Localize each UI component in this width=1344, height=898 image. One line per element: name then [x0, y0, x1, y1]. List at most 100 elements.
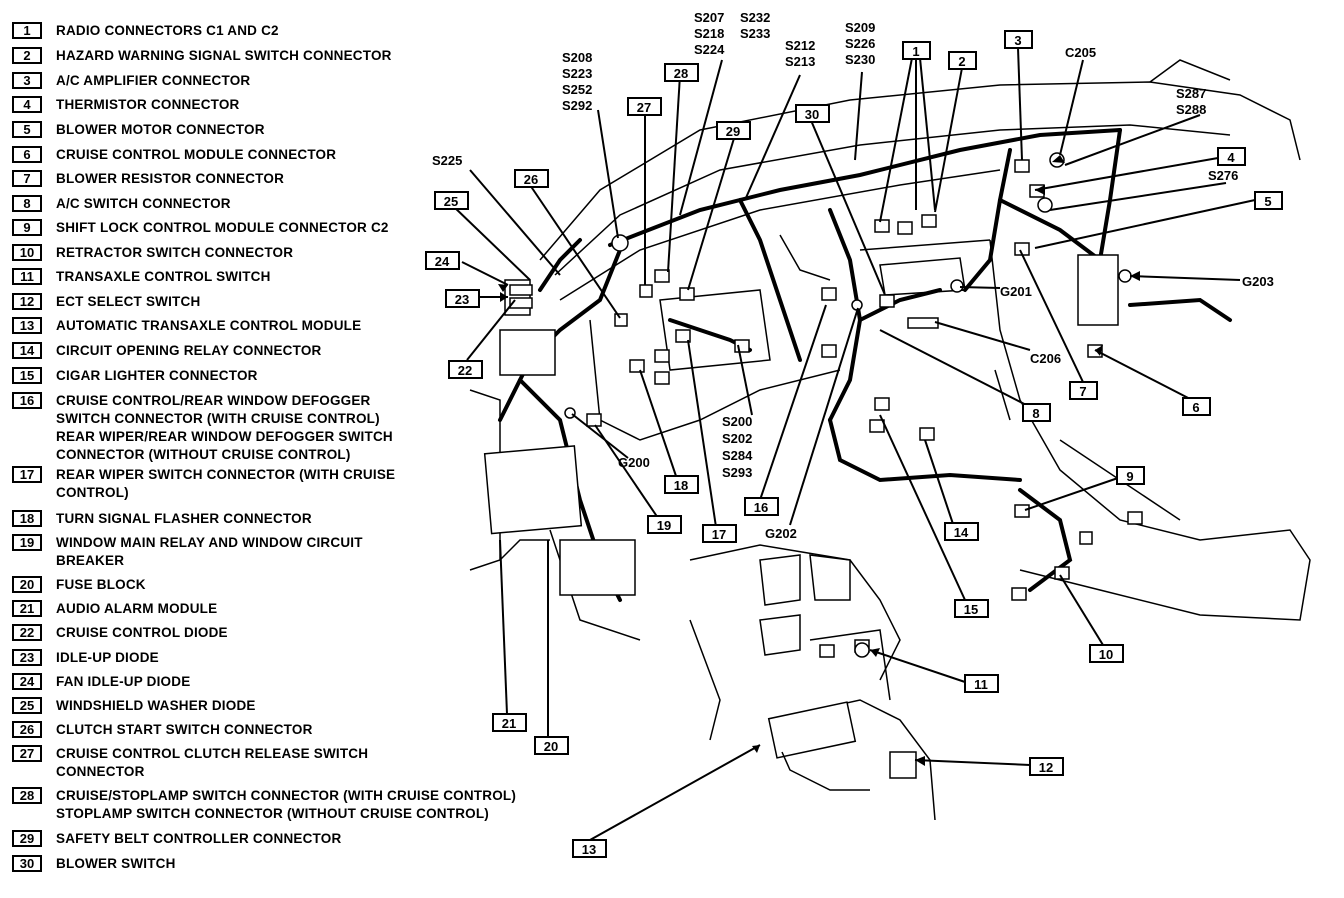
legend-description: CIGAR LIGHTER CONNECTOR [56, 368, 258, 383]
fuse-block-area [483, 279, 636, 596]
svg-text:22: 22 [458, 363, 472, 378]
legend-item-27: 27 CRUISE CONTROL CLUTCH RELEASE SWITCH C… [12, 745, 368, 781]
legend-number: 24 [12, 673, 42, 690]
svg-text:S292: S292 [562, 98, 592, 113]
svg-text:G203: G203 [1242, 274, 1274, 289]
callout-29: 29 [716, 121, 751, 140]
legend-number: 6 [12, 146, 42, 163]
legend-item-2: 2 HAZARD WARNING SIGNAL SWITCH CONNECTOR [12, 47, 392, 65]
svg-text:S252: S252 [562, 82, 592, 97]
legend-number: 21 [12, 600, 42, 617]
svg-text:13: 13 [582, 842, 596, 857]
callout-21: 21 [492, 713, 527, 732]
callout-30: 30 [795, 104, 830, 123]
legend-number: 11 [12, 268, 42, 285]
legend-number: 26 [12, 721, 42, 738]
legend-description: BLOWER SWITCH [56, 856, 176, 871]
legend-number: 30 [12, 855, 42, 872]
svg-text:G201: G201 [1000, 284, 1032, 299]
callout-15: 15 [954, 599, 989, 618]
legend-number: 7 [12, 170, 42, 187]
svg-text:10: 10 [1099, 647, 1113, 662]
svg-text:11: 11 [974, 677, 988, 692]
svg-text:15: 15 [964, 602, 978, 617]
legend-description: IDLE-UP DIODE [56, 650, 159, 665]
legend-item-6: 6 CRUISE CONTROL MODULE CONNECTOR [12, 146, 336, 164]
callout-28: 28 [664, 63, 699, 82]
legend-number: 12 [12, 293, 42, 310]
callout-3: 3 [1004, 30, 1033, 49]
legend-description: A/C SWITCH CONNECTOR [56, 196, 231, 211]
svg-text:S233: S233 [740, 26, 770, 41]
callout-1: 1 [902, 41, 931, 60]
legend-description: AUDIO ALARM MODULE [56, 601, 218, 616]
svg-text:S224: S224 [694, 42, 725, 57]
dashboard-outline [539, 59, 1311, 821]
legend-description: CRUISE CONTROL CLUTCH RELEASE SWITCH CON… [56, 746, 369, 779]
legend-description: HAZARD WARNING SIGNAL SWITCH CONNECTOR [56, 48, 392, 63]
legend-number: 4 [12, 96, 42, 113]
svg-text:C206: C206 [1030, 351, 1061, 366]
callout-17: 17 [702, 524, 737, 543]
legend-item-9: 9 SHIFT LOCK CONTROL MODULE CONNECTOR C2 [12, 219, 389, 237]
legend-description: ECT SELECT SWITCH [56, 294, 201, 309]
svg-text:9: 9 [1126, 469, 1133, 484]
callout-2: 2 [948, 51, 977, 70]
legend-description: CRUISE CONTROL MODULE CONNECTOR [56, 147, 337, 162]
svg-text:25: 25 [444, 194, 458, 209]
legend-description: SHIFT LOCK CONTROL MODULE CONNECTOR C2 [56, 220, 389, 235]
svg-text:7: 7 [1079, 384, 1086, 399]
legend-number: 22 [12, 624, 42, 641]
callout-7: 7 [1069, 381, 1098, 400]
legend-item-22: 22 CRUISE CONTROL DIODE [12, 624, 228, 642]
legend-number: 28 [12, 787, 42, 804]
svg-text:21: 21 [502, 716, 516, 731]
svg-text:24: 24 [435, 254, 450, 269]
svg-text:18: 18 [674, 478, 688, 493]
wiring-harness [469, 128, 1232, 641]
svg-text:17: 17 [712, 527, 726, 542]
svg-text:27: 27 [637, 100, 651, 115]
svg-text:G202: G202 [765, 526, 797, 541]
svg-text:26: 26 [524, 172, 538, 187]
legend-description: CRUISE CONTROL DIODE [56, 625, 228, 640]
legend-number: 15 [12, 367, 42, 384]
callout-16: 16 [744, 497, 779, 516]
callout-18: 18 [664, 475, 699, 494]
legend-number: 29 [12, 830, 42, 847]
svg-text:S212: S212 [785, 38, 815, 53]
legend-description: RETRACTOR SWITCH CONNECTOR [56, 245, 294, 260]
legend-description: BLOWER MOTOR CONNECTOR [56, 122, 265, 137]
legend-number: 23 [12, 649, 42, 666]
callout-26: 26 [514, 169, 549, 188]
svg-text:3: 3 [1014, 33, 1021, 48]
legend-number: 13 [12, 317, 42, 334]
callout-27: 27 [627, 97, 662, 116]
callout-19: 19 [647, 515, 682, 534]
legend-number: 2 [12, 47, 42, 64]
svg-text:1: 1 [912, 44, 919, 59]
svg-text:12: 12 [1039, 760, 1053, 775]
callout-11: 11 [964, 674, 999, 693]
legend-number: 27 [12, 745, 42, 762]
svg-text:S293: S293 [722, 465, 752, 480]
legend-number: 25 [12, 697, 42, 714]
svg-text:S288: S288 [1176, 102, 1206, 117]
svg-text:S209: S209 [845, 20, 875, 35]
legend-number: 5 [12, 121, 42, 138]
legend-number: 1 [12, 22, 42, 39]
legend-number: 9 [12, 219, 42, 236]
svg-text:S200: S200 [722, 414, 752, 429]
legend-description: REAR WIPER SWITCH CONNECTOR (WITH CRUISE… [56, 467, 396, 500]
